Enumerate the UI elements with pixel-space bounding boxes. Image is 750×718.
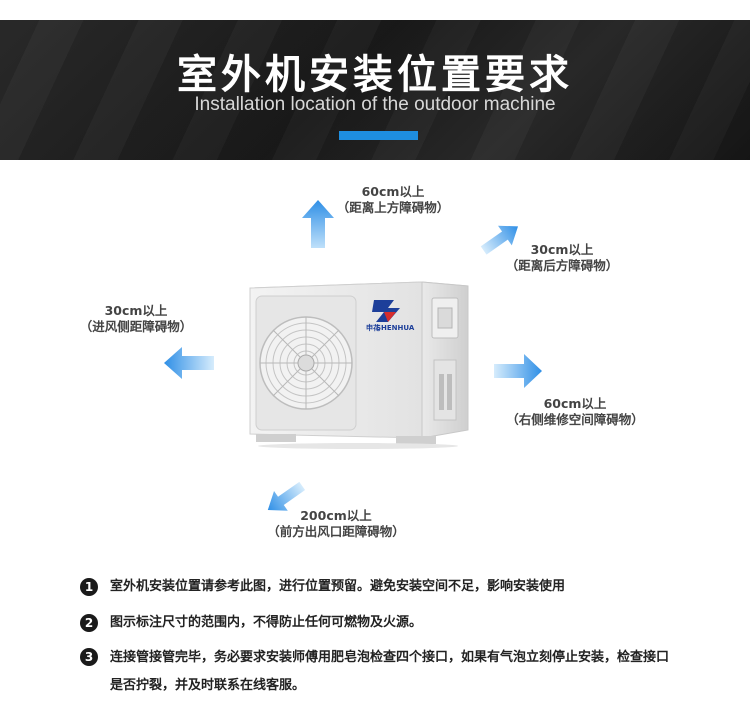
accent-bar [339, 131, 418, 140]
note-text-1: 室外机安装位置请参考此图，进行位置预留。避免安装空间不足，影响安装使用 [110, 579, 566, 594]
clearance-back-label: 30cm以上 （距离后方障碍物） [492, 242, 632, 274]
clearance-right-desc: （右侧维修空间障碍物） [506, 412, 644, 427]
header-banner: 室外机安装位置要求 Installation location of the o… [0, 20, 750, 160]
clearance-back-value: 30cm以上 [530, 242, 594, 257]
clearance-front-value: 200cm以上 [300, 508, 372, 523]
clearance-top-label: 60cm以上 （距离上方障碍物） [318, 184, 468, 216]
note-text-3: 连接管接管完毕，务必要求安装师傅用肥皂泡检查四个接口，如果有气泡立刻停止安装，检… [110, 650, 670, 693]
clearance-front-desc: （前方出风口距障碍物） [267, 524, 405, 539]
clearance-top-desc: （距离上方障碍物） [336, 200, 450, 215]
page-subtitle: Installation location of the outdoor mac… [194, 94, 556, 115]
clearance-right-value: 60cm以上 [543, 396, 607, 411]
note-number-1: 1 [80, 578, 98, 596]
clearance-right-label: 60cm以上 （右侧维修空间障碍物） [500, 396, 650, 428]
clearance-left-desc: （进风侧距障碍物） [79, 319, 193, 334]
clearance-left-label: 30cm以上 （进风侧距障碍物） [66, 303, 206, 335]
arrow-up-right-icon [480, 225, 519, 255]
note-number-2: 2 [80, 614, 98, 632]
note-text-2: 图示标注尺寸的范围内，不得防止任何可燃物及火源。 [110, 615, 423, 630]
arrow-down-left-icon [267, 481, 306, 511]
brand-en: SHENHUA [376, 324, 415, 332]
note-number-3: 3 [80, 648, 98, 666]
brand-cn: 申花 [366, 323, 380, 332]
clearance-front-label: 200cm以上 （前方出风口距障碍物） [256, 508, 416, 540]
clearance-back-desc: （距离后方障碍物） [505, 258, 619, 273]
arrow-right-icon [494, 354, 542, 388]
outdoor-unit-illustration: 申花 SHENHUA [246, 278, 470, 450]
arrow-left-icon [164, 347, 214, 379]
page-title: 室外机安装位置要求 [177, 52, 573, 98]
arrow-up-icon [302, 200, 334, 248]
clearance-top-value: 60cm以上 [361, 184, 425, 199]
clearance-left-value: 30cm以上 [104, 303, 168, 318]
